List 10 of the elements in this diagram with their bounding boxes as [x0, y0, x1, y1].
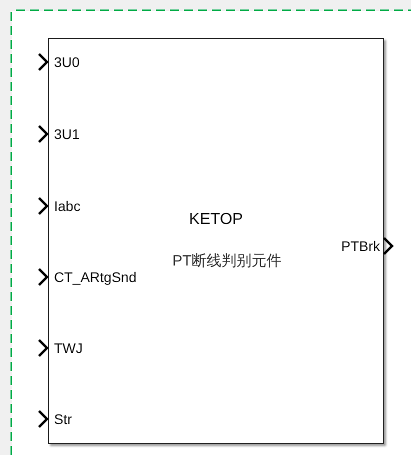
port-label: Str — [54, 411, 72, 427]
port-label: Iabc — [54, 198, 80, 214]
function-block — [48, 38, 384, 444]
port-label: PTBrk — [341, 238, 380, 254]
block-name: KETOP — [189, 211, 243, 229]
port-label: TWJ — [54, 340, 83, 356]
port-label: CT_ARtgSnd — [54, 269, 136, 285]
port-label: 3U0 — [54, 54, 80, 70]
block-description: PT断线判别元件 — [172, 252, 282, 270]
port-label: 3U1 — [54, 126, 80, 142]
